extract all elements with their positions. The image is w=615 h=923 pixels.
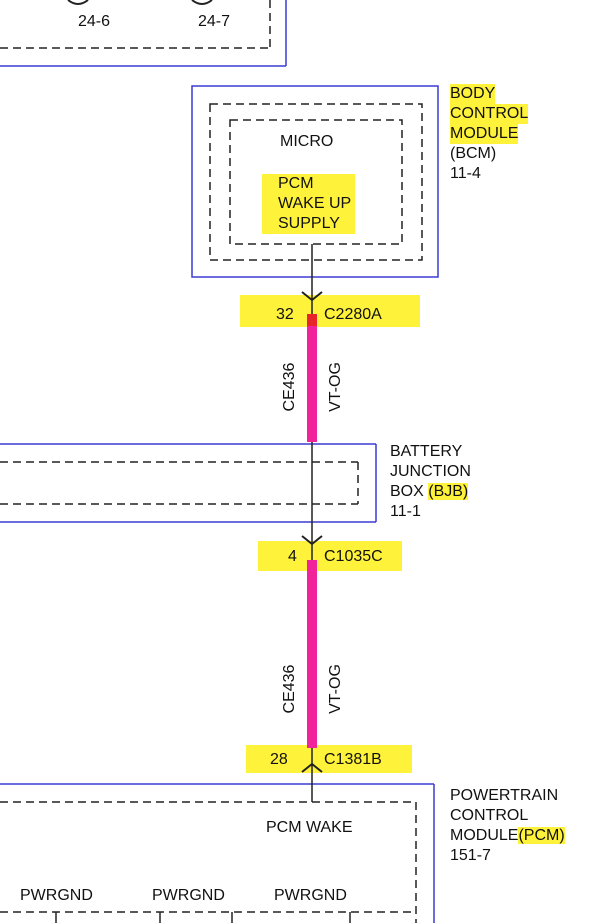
wire-color-label-2: VT-OG [327,664,344,714]
conn-bcm-id: C2280A [324,306,382,323]
bjb-box [0,443,377,523]
bcm-ref: 11-4 [450,165,481,182]
connector-c2280a-symbol [301,291,323,302]
pin-label-24-7: 24-7 [198,13,231,30]
supply-line-1: PCM [278,175,314,192]
supply-label-block: PCM WAKE UP SUPPLY [262,174,356,234]
conn-pcm-highlight [246,745,412,773]
pcm-ref: 151-7 [450,847,491,864]
pcm-module-word: MODULE [450,827,519,844]
bjb-name-line-3: BOX (BJB) [390,482,471,502]
bjb-abbr: (BJB) [428,483,469,500]
conn-pcm-id: C1381B [324,751,382,768]
pcm-name-line-1: POWERTRAIN [450,787,559,804]
pcm-abbr: (PCM) [518,827,565,844]
pwrgnd-label-3: PWRGND [274,887,347,904]
bcm-abbr: (BCM) [450,145,497,162]
connector-c1035c-symbol [301,535,323,546]
pcm-name-block: POWERTRAIN CONTROL MODULE(PCM) 151-7 [450,786,565,866]
pcm-name-line-2: CONTROL [450,807,529,824]
connector-c1381b-symbol [301,762,323,773]
bjb-name-line-2: JUNCTION [390,463,471,480]
pin-arc-1 [67,0,89,5]
conn-bjb-pin: 4 [288,548,297,565]
pwrgnd-label-1: PWRGND [20,887,93,904]
wire-segment-bcm-bjb [307,314,317,442]
bcm-name-block: BODY CONTROL MODULE (BCM) 11-4 [450,84,529,184]
wire-circuit-label-1: CE436 [281,362,298,412]
bjb-name-block: BATTERY JUNCTION BOX (BJB) 11-1 [390,442,471,522]
wire-circuit-label-2: CE436 [281,664,298,714]
pcm-module-box [0,783,435,923]
bjb-name-line-1: BATTERY [390,443,463,460]
pcm-wake-label: PCM WAKE [266,819,353,836]
pin-arc-2 [191,0,213,5]
bjb-ref: 11-1 [390,503,421,520]
micro-label: MICRO [280,133,334,150]
conn-bjb-highlight [258,541,402,571]
supply-line-3: SUPPLY [278,215,340,232]
pwrgnd-label-2: PWRGND [152,887,225,904]
top-fragment-box [0,0,287,67]
conn-pcm-pin: 28 [270,751,288,768]
wire-color-label-1: VT-OG [327,362,344,412]
pcm-name-line-3: MODULE(PCM) [450,826,565,846]
bcm-name-line-2: CONTROL [450,104,529,124]
pin-32-marker [307,314,317,326]
pin-label-24-6: 24-6 [78,13,111,30]
bjb-box-word: BOX [390,483,424,500]
bcm-module-box [191,85,439,278]
conn-bcm-pin: 32 [276,306,294,323]
conn-bjb-id: C1035C [324,548,383,565]
bcm-name-line-3: MODULE [450,124,519,144]
bcm-name-line-1: BODY [450,84,496,104]
conn-bcm-highlight [240,295,420,327]
wire-segment-bjb-pcm [307,560,317,748]
supply-line-2: WAKE UP [278,195,352,212]
